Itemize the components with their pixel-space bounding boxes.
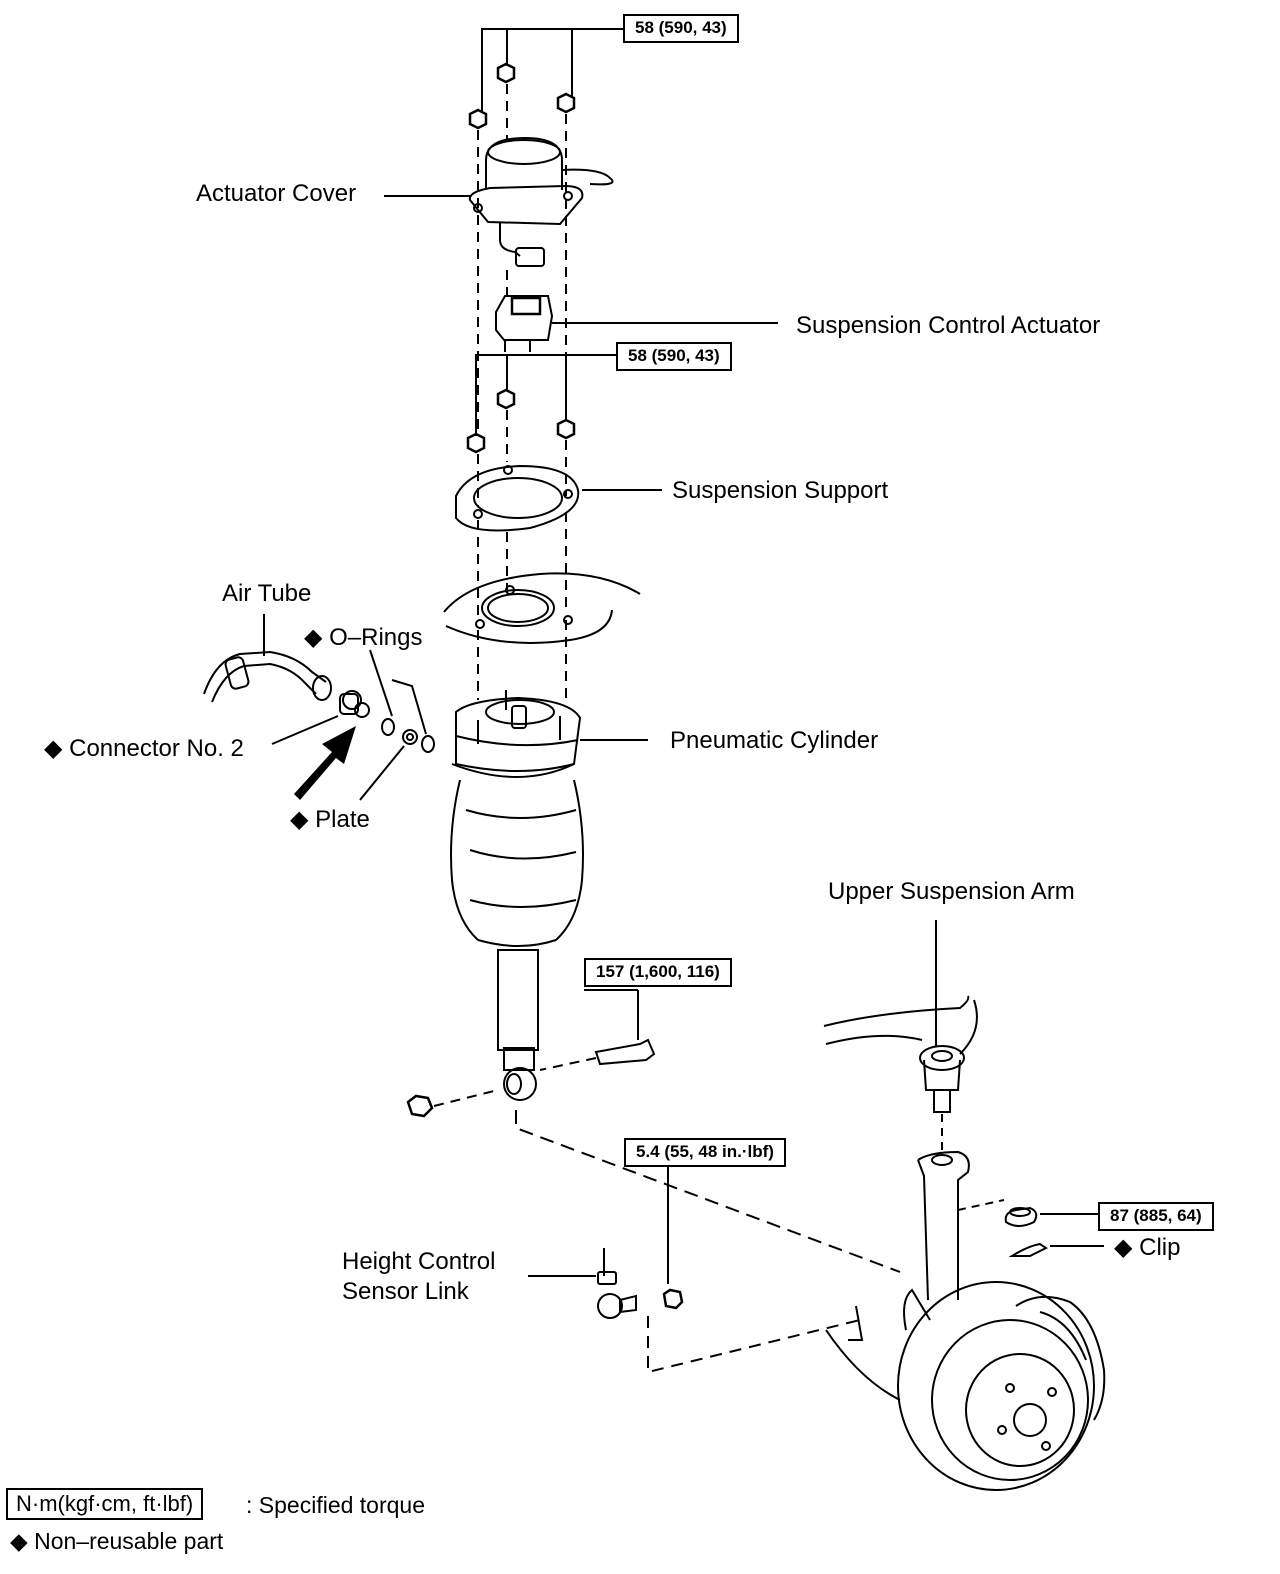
upper-arm-part (823, 920, 978, 1154)
air-tube-part (203, 614, 332, 703)
top-nuts (468, 62, 576, 130)
label-suspension-control-actuator: Suspension Control Actuator (796, 312, 1101, 339)
support-nut-leaders (475, 354, 616, 436)
body-mount-part (443, 572, 641, 644)
label-plate: ◆ Plate (290, 806, 370, 833)
legend-unit-box: N·m(kgf·cm, ft·lbf) (6, 1488, 204, 1521)
label-pneumatic-cylinder: Pneumatic Cylinder (670, 727, 879, 754)
upper-dashed-lines (477, 84, 567, 430)
torque-support-nuts: 58 (590, 43) (616, 342, 732, 371)
lower-bolt-part (406, 989, 656, 1118)
torque-arm-nut: 87 (885, 64) (1098, 1202, 1214, 1231)
legend-nonreusable: ◆ Non–reusable part (10, 1528, 224, 1554)
label-actuator-cover: Actuator Cover (196, 180, 357, 207)
label-air-tube: Air Tube (222, 580, 312, 607)
label-suspension-support: Suspension Support (672, 477, 889, 504)
top-nut-leaders (481, 28, 623, 112)
installation-arrow (294, 726, 356, 800)
pneumatic-cylinder-part (450, 690, 648, 1101)
torque-sensor-nut: 5.4 (55, 48 in.·lbf) (624, 1138, 786, 1167)
label-height-control-line1: Height Control (342, 1248, 496, 1275)
label-o-rings: ◆ O–Rings (304, 624, 423, 651)
legend-unit-text: : Specified torque (246, 1492, 426, 1518)
suspension-control-actuator-part (495, 295, 778, 352)
actuator-cover-part (384, 136, 614, 267)
knuckle-hub-part (825, 1150, 1106, 1491)
connector-part (271, 690, 370, 745)
support-nuts (466, 388, 576, 454)
suspension-support-part (455, 464, 662, 532)
middle-dashed-lines (477, 410, 567, 700)
torque-top-nuts: 58 (590, 43) (623, 14, 739, 43)
label-upper-suspension-arm: Upper Suspension Arm (828, 878, 1075, 905)
label-height-control-line2: Sensor Link (342, 1278, 469, 1305)
label-clip: ◆ Clip (1114, 1234, 1181, 1261)
label-connector-no2: ◆ Connector No. 2 (44, 735, 244, 762)
torque-lower-bolt: 157 (1,600, 116) (584, 958, 732, 987)
sensor-link-part (515, 1110, 901, 1374)
o-rings-part (359, 649, 435, 801)
